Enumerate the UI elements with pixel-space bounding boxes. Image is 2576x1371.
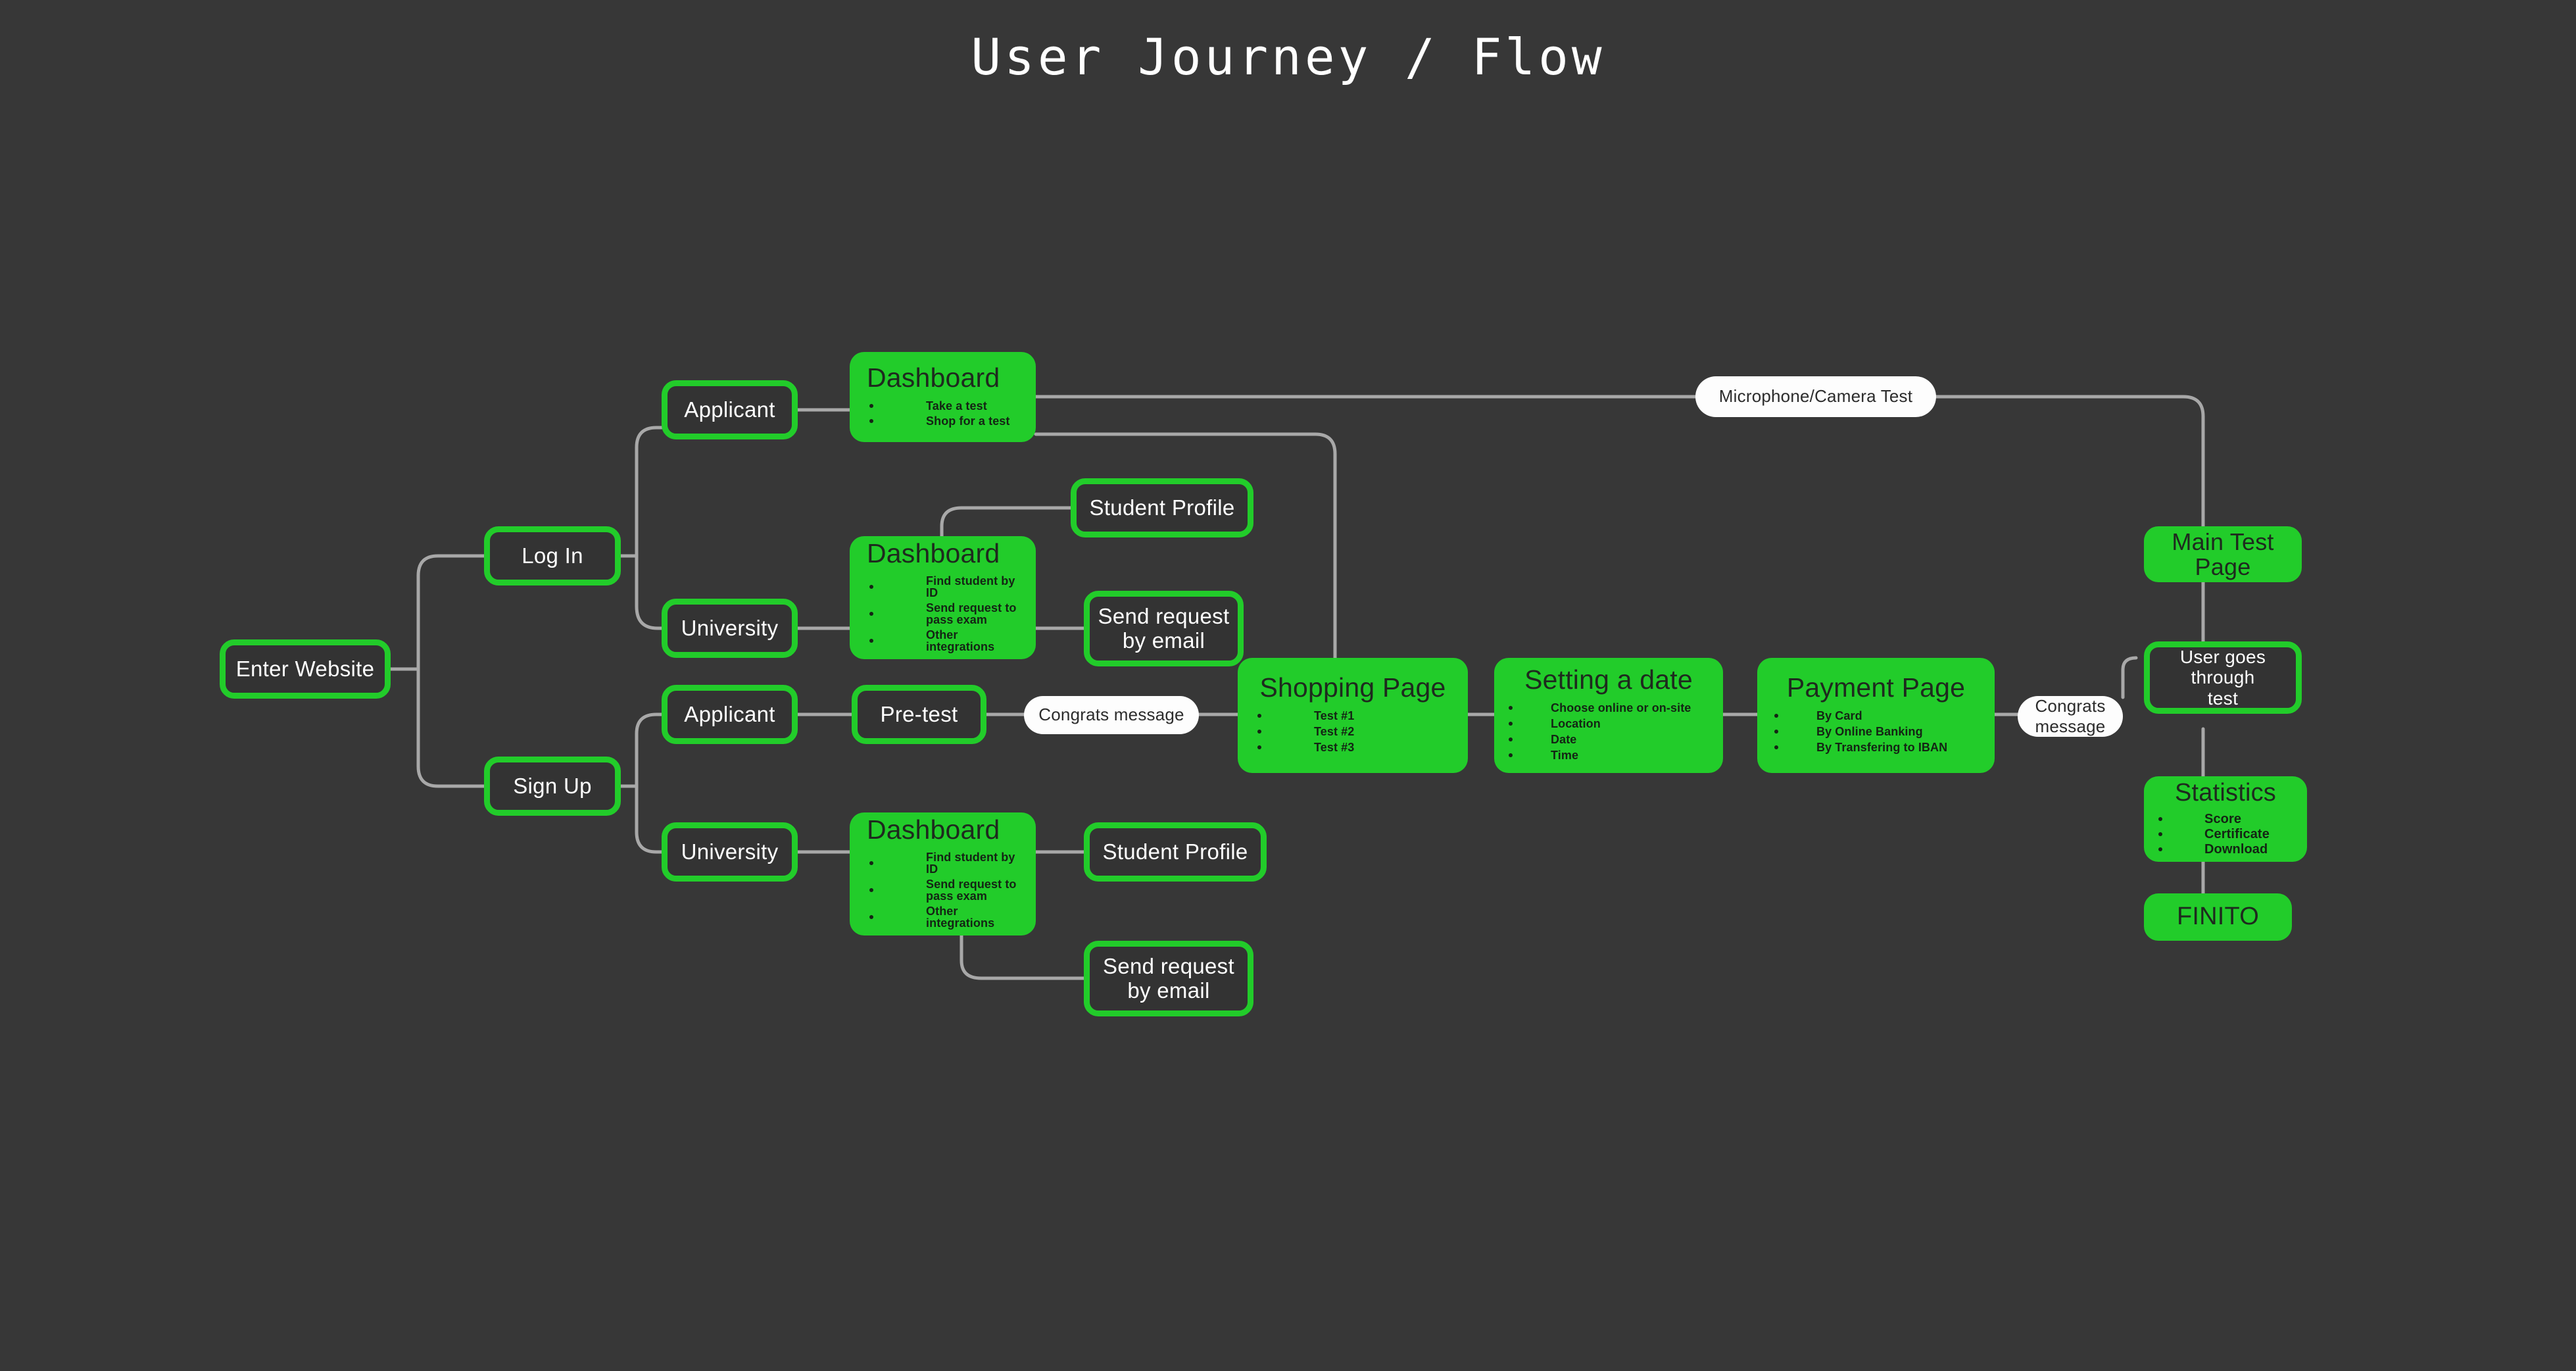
node-main-test-page[interactable]: Main Test Page [2144,526,2302,582]
node-dashboard-university-signup[interactable]: Dashboard Find student by ID Send reques… [850,812,1036,935]
bullet-item: Test #2 [1257,726,1459,737]
bullet-item: Other integrations [869,905,1027,929]
node-title: Payment Page [1786,672,1966,703]
node-label: Pre-test [880,701,958,726]
node-label: Congrats message [1038,705,1184,725]
bullet-item: Time [1509,749,1714,761]
bullet-item: By Transfering to IBAN [1774,741,1985,753]
bullet-item: Date [1509,734,1714,745]
bullet-item: Test #1 [1257,710,1459,722]
node-microphone-camera-test[interactable]: Microphone/Camera Test [1695,376,1936,417]
node-label: University [681,839,779,864]
node-label: Send request by email [1103,953,1234,1003]
node-label: Student Profile [1102,839,1248,864]
node-label: Congrats message [2035,695,2106,736]
node-payment-page[interactable]: Payment Page By Card By Online Banking B… [1757,658,1995,773]
node-label: Applicant [684,397,775,422]
bullet-item: Send request to pass exam [869,602,1027,626]
node-congrats-pretest[interactable]: Congrats message [1024,696,1199,734]
node-statistics[interactable]: Statistics Score Certificate Download [2144,776,2307,862]
node-title: Main Test Page [2172,528,2274,580]
node-student-profile-top[interactable]: Student Profile [1071,478,1253,537]
node-finito[interactable]: FINITO [2144,893,2292,941]
node-applicant-signup[interactable]: Applicant [662,685,798,744]
node-label: University [681,615,779,640]
node-title: Dashboard [867,537,1000,568]
node-pre-test[interactable]: Pre-test [852,685,986,744]
node-shopping-page[interactable]: Shopping Page Test #1 Test #2 Test #3 [1238,658,1468,773]
node-bullet-list: Find student by ID Send request to pass … [850,848,1036,932]
bullet-item: By Card [1774,710,1985,722]
node-university-signup[interactable]: University [662,822,798,882]
bullet-item: Choose online or on-site [1509,702,1714,714]
node-label: Log In [522,543,583,568]
node-bullet-list: Find student by ID Send request to pass … [850,572,1036,656]
bullet-item: Take a test [869,400,1027,412]
node-bullet-list: By Card By Online Banking By Transfering… [1757,706,1995,757]
node-student-profile-bottom[interactable]: Student Profile [1084,822,1267,882]
node-label: Sign Up [513,773,592,798]
node-label: Enter Website [235,656,375,681]
node-university-login[interactable]: University [662,599,798,658]
node-label: Applicant [684,701,775,726]
node-label: Student Profile [1089,495,1235,520]
bullet-item: Score [2158,812,2298,826]
node-title: Setting a date [1524,664,1693,695]
node-bullet-list: Choose online or on-site Location Date T… [1494,698,1723,765]
node-congrats-payment[interactable]: Congrats message [2018,696,2123,737]
bullet-item: Find student by ID [869,851,1027,875]
node-title: Dashboard [867,814,1000,845]
node-dashboard-applicant[interactable]: Dashboard Take a test Shop for a test [850,352,1036,442]
bullet-item: Send request to pass exam [869,878,1027,902]
bullet-item: Certificate [2158,828,2298,841]
node-user-goes-through-test[interactable]: User goes through test [2144,641,2302,714]
node-dashboard-university-login[interactable]: Dashboard Find student by ID Send reques… [850,536,1036,659]
node-title: Shopping Page [1259,672,1446,703]
bullet-item: Download [2158,843,2298,856]
node-bullet-list: Take a test Shop for a test [850,397,1036,430]
node-bullet-list: Test #1 Test #2 Test #3 [1238,706,1468,757]
node-send-request-email-top[interactable]: Send request by email [1084,591,1244,666]
node-label: Microphone/Camera Test [1718,386,1913,407]
node-log-in[interactable]: Log In [484,526,621,586]
node-label: Send request by email [1098,603,1230,653]
bullet-item: Shop for a test [869,415,1027,427]
node-applicant-login[interactable]: Applicant [662,380,798,439]
bullet-item: Location [1509,718,1714,730]
bullet-item: Other integrations [869,629,1027,653]
bullet-item: Test #3 [1257,741,1459,753]
node-title: FINITO [2176,903,2260,931]
node-setting-a-date[interactable]: Setting a date Choose online or on-site … [1494,658,1723,773]
bullet-item: Find student by ID [869,575,1027,599]
node-enter-website[interactable]: Enter Website [220,639,391,699]
bullet-item: By Online Banking [1774,726,1985,737]
node-title: Statistics [2174,779,2277,807]
node-title: Dashboard [867,362,1000,393]
node-send-request-email-bottom[interactable]: Send request by email [1084,941,1253,1016]
node-bullet-list: Score Certificate Download [2144,810,2307,858]
page-title: User Journey / Flow [971,28,1605,86]
node-sign-up[interactable]: Sign Up [484,757,621,816]
node-label: User goes through test [2179,646,2266,709]
